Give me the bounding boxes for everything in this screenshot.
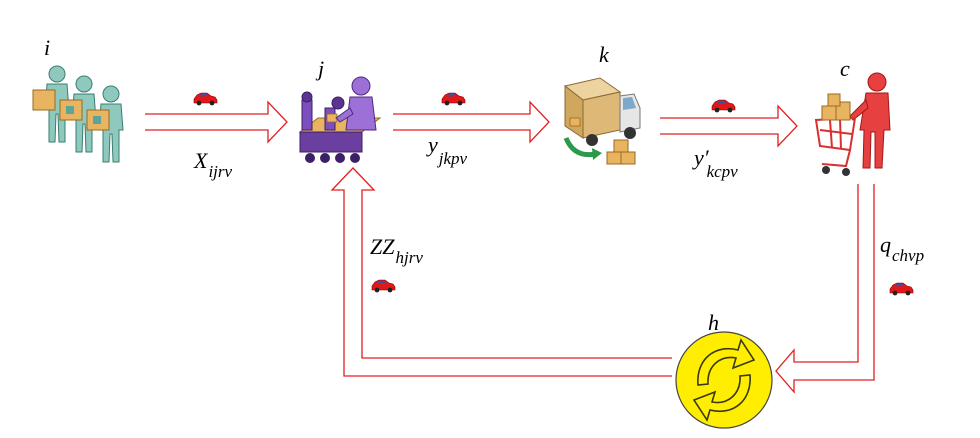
flow-j-k: yjkpv <box>393 92 550 168</box>
flow-c-h-subscript: chvp <box>892 246 924 265</box>
flow-h-j-arrow <box>330 167 672 377</box>
flow-k-c-label: y′kcpv <box>692 145 738 181</box>
flow-i-j-subscript: ijrv <box>208 162 232 181</box>
delivery-truck-icon <box>563 77 641 165</box>
flow-k-c-arrow <box>660 104 798 148</box>
red-car-icon <box>711 99 736 113</box>
flow-i-j-arrow <box>145 100 288 144</box>
flow-h-j-label: ZZhjrv <box>370 234 423 267</box>
flow-j-k-symbol: y <box>426 132 438 157</box>
flow-h-j: ZZhjrv <box>330 167 672 377</box>
red-car-icon <box>371 279 396 293</box>
flow-c-h-symbol: q <box>880 232 891 257</box>
flow-c-h-arrow <box>775 184 875 394</box>
red-car-icon <box>889 282 914 296</box>
red-car-icon <box>441 92 466 106</box>
flow-j-k-subscript: jkpv <box>437 149 468 168</box>
flow-j-k-arrow <box>393 100 550 144</box>
node-h: h <box>675 310 773 429</box>
factory-worker-assembly-line-icon <box>298 76 382 163</box>
node-h-label: h <box>708 310 719 335</box>
flow-k-c: y′kcpv <box>660 99 798 181</box>
recycling-symbol-icon <box>675 331 773 429</box>
customer-shopping-cart-icon <box>814 72 891 176</box>
node-k-label: k <box>599 42 610 67</box>
flow-i-j-symbol: X <box>193 148 209 173</box>
flow-h-j-subscript: hjrv <box>395 248 423 267</box>
flow-i-j-label: Xijrv <box>193 148 233 181</box>
flow-h-j-symbol: ZZ <box>370 234 395 259</box>
node-j: j <box>298 56 382 163</box>
node-i-label: i <box>44 35 50 60</box>
flow-k-c-symbol: y′ <box>692 145 710 170</box>
node-c-label: c <box>840 56 850 81</box>
red-car-icon <box>193 92 218 106</box>
node-j-label: j <box>315 56 324 81</box>
workers-with-boxes-icon <box>32 65 124 163</box>
node-c: c <box>814 56 891 176</box>
flow-j-k-label: yjkpv <box>426 132 468 168</box>
flow-c-h-label: qchvp <box>880 232 924 265</box>
flow-c-h: qchvp <box>775 184 924 394</box>
flow-k-c-subscript: kcpv <box>707 162 739 181</box>
node-i: i <box>32 35 124 163</box>
flow-i-j: Xijrv <box>145 92 288 181</box>
node-k: k <box>563 42 641 165</box>
